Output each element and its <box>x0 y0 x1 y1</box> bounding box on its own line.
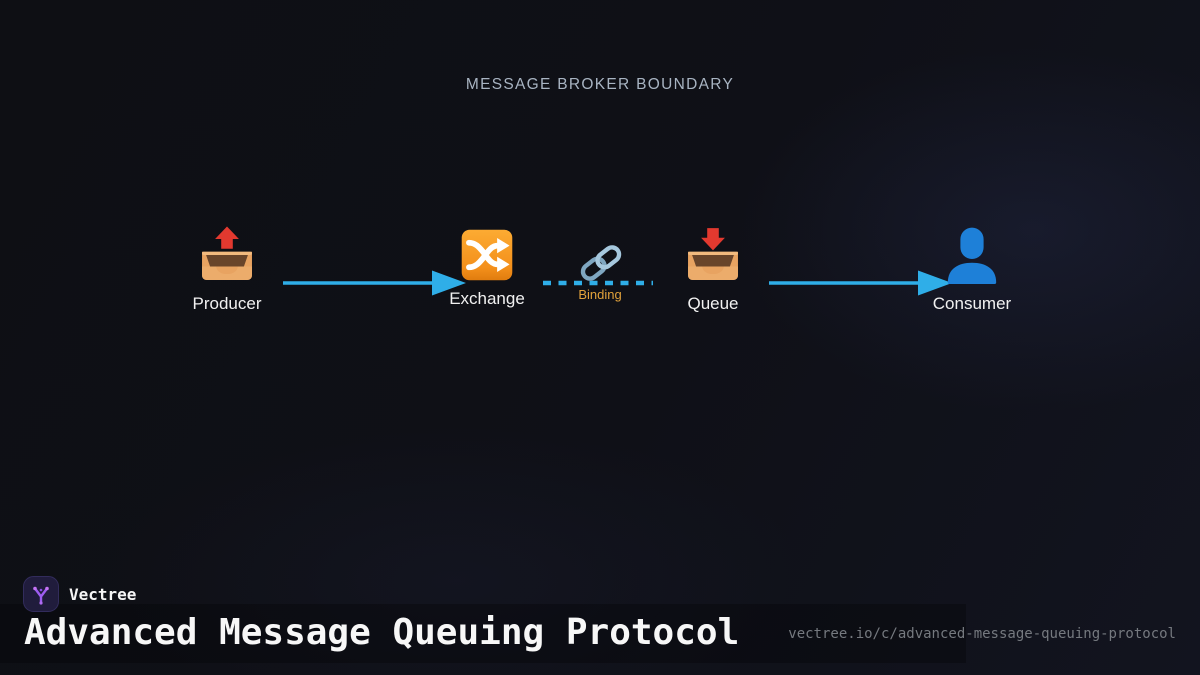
vectree-logo-icon <box>23 576 59 612</box>
node-label-consumer: Consumer <box>932 294 1012 313</box>
person-silhouette-icon <box>947 227 997 284</box>
brand-row: Vectree <box>23 576 136 612</box>
arrow-producer-to-exchange <box>283 270 466 296</box>
page-url: vectree.io/c/advanced-message-queuing-pr… <box>788 626 1176 642</box>
node-label-exchange: Exchange <box>449 289 525 308</box>
node-label-producer: Producer <box>192 294 262 313</box>
node-exchange: Exchange <box>429 224 545 309</box>
node-queue: Queue <box>655 224 771 314</box>
node-producer: Producer <box>169 224 285 314</box>
boundary-title: MESSAGE BROKER BOUNDARY <box>465 76 735 93</box>
footer-band <box>0 604 966 663</box>
inbox-tray-icon <box>688 228 738 280</box>
page-title: Advanced Message Queuing Protocol <box>24 612 740 653</box>
arrow-head <box>918 270 952 296</box>
binding-label: Binding <box>578 287 622 302</box>
arrow-head <box>432 270 466 296</box>
binding-dashed-line <box>543 280 653 286</box>
brand-name: Vectree <box>69 584 137 604</box>
arrow-queue-to-consumer <box>769 270 952 296</box>
outbox-tray-icon <box>202 226 252 280</box>
shuffle-icon <box>461 229 513 281</box>
link-icon <box>580 245 622 281</box>
node-consumer: Consumer <box>914 224 1030 314</box>
node-label-queue: Queue <box>687 294 739 313</box>
